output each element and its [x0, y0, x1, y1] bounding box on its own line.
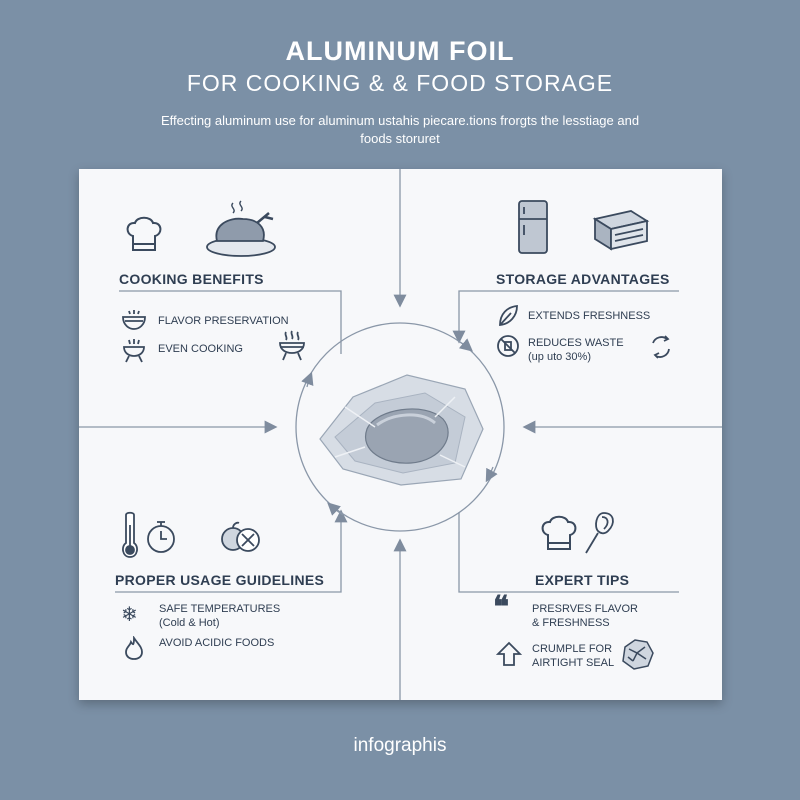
- snowflake-icon: ❄: [121, 604, 138, 626]
- page-subtitle: FOR COOKING & & FOOD STORAGE: [186, 70, 614, 96]
- tagline: Effecting aluminum use for aluminum usta…: [160, 113, 640, 146]
- usage-item-temps-note: (Cold & Hot): [159, 617, 220, 629]
- fridge-icon: [518, 200, 548, 254]
- storage-item-waste: REDUCES WASTE: [528, 337, 624, 349]
- footer-label: infographis: [353, 735, 447, 756]
- usage-item-acidic: AVOID ACIDIC FOODS: [159, 637, 275, 649]
- grill-icon: [279, 330, 305, 361]
- proper-usage-title: PROPER USAGE GUIDELINES: [115, 572, 325, 588]
- flame-icon: [125, 636, 143, 660]
- cooking-item-flavor: FLAVOR PRESERVATION: [158, 315, 289, 327]
- bowl-icon: [122, 310, 146, 330]
- connector-lines: [79, 169, 722, 700]
- whisk-icon: [585, 512, 614, 554]
- storage-advantages-title: STORAGE ADVANTAGES: [496, 271, 670, 287]
- infographic-card: COOKING BENEFITS FLAVOR PRESERVATION EVE…: [79, 169, 722, 700]
- tips-item-seal: AIRTIGHT SEAL: [532, 657, 615, 669]
- recycle-icon: [652, 335, 670, 359]
- tips-item-crumple: CRUMPLE FOR: [532, 643, 613, 655]
- roast-chicken-icon: [206, 200, 276, 257]
- crumpled-foil-icon: [622, 639, 654, 670]
- tips-item-flavor: PRESRVES FLAVOR: [532, 603, 638, 615]
- page-title: ALUMINUM FOIL: [285, 36, 515, 66]
- chef-hat-icon: [541, 515, 577, 550]
- thermometer-icon: [122, 511, 138, 558]
- stopwatch-icon: [147, 521, 175, 553]
- arrow-up-icon: [496, 641, 522, 666]
- storage-container-icon: [592, 210, 650, 251]
- no-fruit-icon: [221, 521, 260, 552]
- usage-item-temps: SAFE TEMPERATURES: [159, 603, 281, 615]
- cooking-benefits-title: COOKING BENEFITS: [119, 271, 264, 287]
- storage-item-waste-note: (up uto 30%): [528, 351, 591, 363]
- chef-hat-icon: [126, 216, 162, 251]
- grill-icon: [123, 339, 145, 363]
- expert-tips-title: EXPERT TIPS: [535, 572, 630, 588]
- tips-item-freshness: & FRESHNESS: [532, 617, 610, 629]
- leaf-icon: [499, 305, 518, 326]
- storage-item-freshness: EXTENDS FRESHNESS: [528, 310, 651, 322]
- cooking-item-even: EVEN COOKING: [158, 343, 243, 355]
- foil-wrapped-food-icon: [319, 374, 484, 486]
- no-waste-icon: [497, 335, 519, 357]
- quote-icon: ❝: [493, 591, 510, 624]
